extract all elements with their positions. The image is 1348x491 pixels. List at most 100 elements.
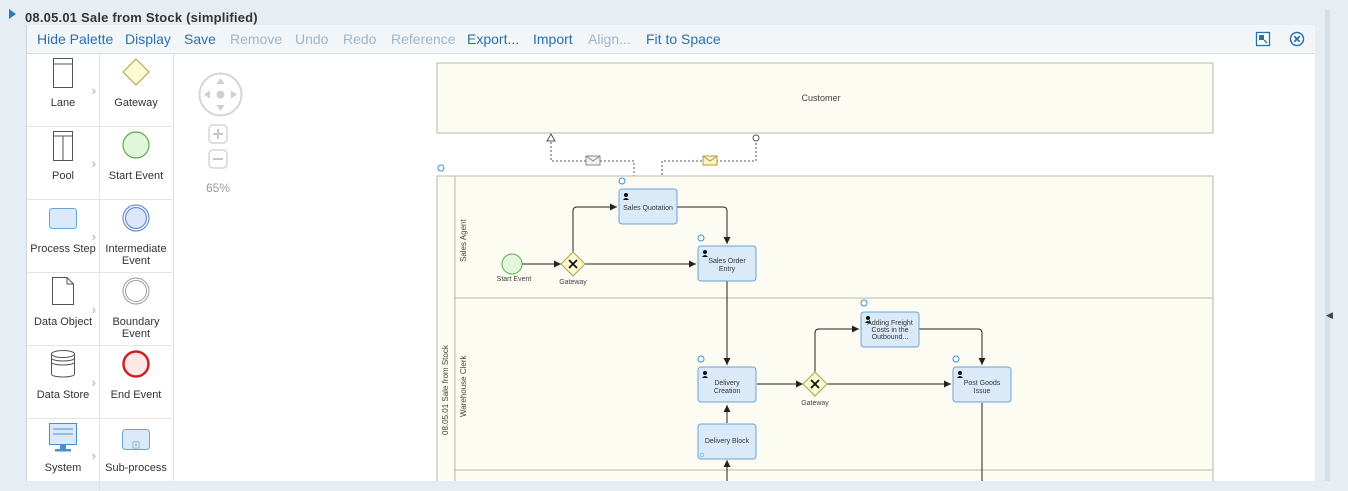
chevron-right-icon: › [91, 229, 96, 244]
window-title-bar: 08.05.01 Sale from Stock (simplified) [0, 0, 1325, 25]
system-icon [49, 423, 77, 452]
task-label-line: Post Goods [964, 380, 1001, 387]
chevron-right-icon: › [91, 83, 96, 98]
task-label-line: Adding Freight [867, 320, 913, 327]
palette-label: End Event [110, 389, 162, 401]
palette-boundary-event[interactable]: Boundary Event [100, 273, 172, 346]
task-label-line: Costs in the [872, 327, 909, 334]
chevron-right-icon: › [91, 302, 96, 317]
gateway-icon [122, 58, 150, 86]
link-icon[interactable] [860, 299, 868, 307]
chevron-right-icon: › [91, 156, 96, 171]
align-button[interactable]: Align... [588, 31, 631, 47]
palette-start-event[interactable]: Start Event [100, 127, 172, 200]
palette-gateway[interactable]: Gateway [100, 54, 172, 127]
link-icon[interactable] [618, 177, 626, 185]
task-sales-order-entry[interactable]: Sales Order Entry [697, 234, 757, 282]
hide-palette-button[interactable]: Hide Palette [37, 31, 114, 47]
save-button[interactable]: Save [184, 31, 216, 47]
task-post-goods-issue[interactable]: Post Goods Issue [952, 355, 1012, 403]
user-task-icon [957, 371, 963, 378]
link-icon[interactable] [952, 355, 960, 363]
gateway-label: Gateway [801, 400, 829, 407]
task-label-line: Sales Order [708, 258, 746, 265]
task-label-line: Outbound... [872, 334, 909, 341]
toolbar: Hide Palette Display Save Remove Undo Re… [27, 25, 1315, 54]
zoom-out-icon[interactable] [208, 149, 228, 169]
user-task-icon [623, 193, 629, 200]
undo-button[interactable]: Undo [295, 31, 329, 47]
palette-end-event[interactable]: End Event [100, 346, 172, 419]
end-event-icon [122, 350, 150, 378]
remove-button[interactable]: Remove [230, 31, 283, 47]
palette-data-store[interactable]: › Data Store [27, 346, 100, 419]
palette-pool[interactable]: › Pool [27, 127, 100, 200]
reference-button[interactable]: Reference [391, 31, 456, 47]
link-icon[interactable] [697, 234, 705, 242]
palette-label: Data Store [36, 389, 90, 401]
process-step-icon [49, 208, 77, 229]
palette-label: Lane [50, 97, 76, 109]
palette-label: Start Event [108, 170, 164, 182]
palette-intermediate-event[interactable]: Intermediate Event [100, 200, 172, 273]
expand-triangle-icon[interactable] [9, 9, 16, 19]
diagram-canvas[interactable]: Customer 08.05.01 Sale from Stock Sales … [27, 25, 1315, 481]
palette-label: Intermediate Event [105, 243, 167, 267]
palette-label: Process Step [30, 243, 96, 255]
display-button[interactable]: Display [125, 31, 171, 47]
gateway-1[interactable]: Gateway [559, 251, 587, 286]
task-sales-quotation[interactable]: Sales Quotation [618, 177, 678, 225]
user-task-icon [702, 250, 708, 257]
task-delivery-block[interactable]: Delivery Block [697, 423, 757, 460]
lane-icon [53, 58, 73, 88]
fit-to-space-button[interactable]: Fit to Space [646, 31, 721, 47]
sequence-flows [522, 203, 986, 481]
link-icon[interactable] [697, 355, 705, 363]
chevron-right-icon: › [91, 375, 96, 390]
customer-pool[interactable]: Customer [436, 62, 1214, 134]
data-store-icon [51, 350, 75, 378]
palette-label: Boundary Event [112, 316, 160, 340]
panel-collapse-icon[interactable]: ◀ [1326, 310, 1333, 320]
lane-label-warehouse-clerk: Warehouse Clerk [459, 354, 468, 417]
start-event[interactable]: Start Event [497, 253, 532, 283]
palette-process-step[interactable]: › Process Step [27, 200, 100, 273]
task-adding-freight-costs[interactable]: Adding Freight Costs in the Outbound... [860, 299, 920, 348]
zoom-in-icon[interactable] [208, 124, 228, 144]
user-task-icon [865, 316, 871, 323]
close-icon[interactable] [1289, 31, 1305, 47]
task-label-line: Entry [719, 266, 736, 273]
task-delivery-creation[interactable]: Delivery Creation [697, 355, 757, 403]
task-label: Delivery Block [705, 438, 750, 445]
gateway-label: Gateway [559, 279, 587, 286]
shape-palette: › Lane Gateway › Pool Start Event › Proc… [27, 54, 174, 491]
palette-label: Data Object [33, 316, 93, 328]
lane-label-sales-agent: Sales Agent [459, 219, 468, 262]
start-event-icon [122, 131, 150, 159]
palette-lane[interactable]: › Lane [27, 54, 100, 127]
sale-pool[interactable]: 08.05.01 Sale from Stock Sales Agent War… [436, 164, 1214, 481]
pan-control[interactable] [198, 72, 243, 117]
pool-icon [53, 131, 73, 161]
customer-pool-label: Customer [801, 93, 840, 103]
palette-system[interactable]: › System [27, 419, 100, 491]
link-icon[interactable] [437, 164, 445, 172]
boundary-event-icon [122, 277, 150, 305]
intermediate-event-icon [122, 204, 150, 232]
zoom-level-label: 65% [206, 181, 231, 195]
palette-sub-process[interactable]: Sub-process [100, 419, 172, 491]
palette-data-object[interactable]: › Data Object [27, 273, 100, 346]
palette-label: Sub-process [105, 462, 167, 474]
gateway-2[interactable]: Gateway [801, 371, 829, 407]
import-button[interactable]: Import [533, 31, 573, 47]
message-flow-outgoing[interactable] [546, 132, 638, 189]
task-label-line: Creation [714, 388, 741, 395]
export-button[interactable]: Export... [467, 31, 520, 47]
maximize-icon[interactable] [1255, 31, 1271, 47]
task-label-line: Issue [974, 388, 991, 395]
model-editor: Hide Palette Display Save Remove Undo Re… [26, 25, 1315, 491]
data-object-icon [52, 277, 74, 305]
window-title: 08.05.01 Sale from Stock (simplified) [25, 10, 258, 25]
redo-button[interactable]: Redo [343, 31, 377, 47]
sub-process-icon [122, 429, 150, 450]
